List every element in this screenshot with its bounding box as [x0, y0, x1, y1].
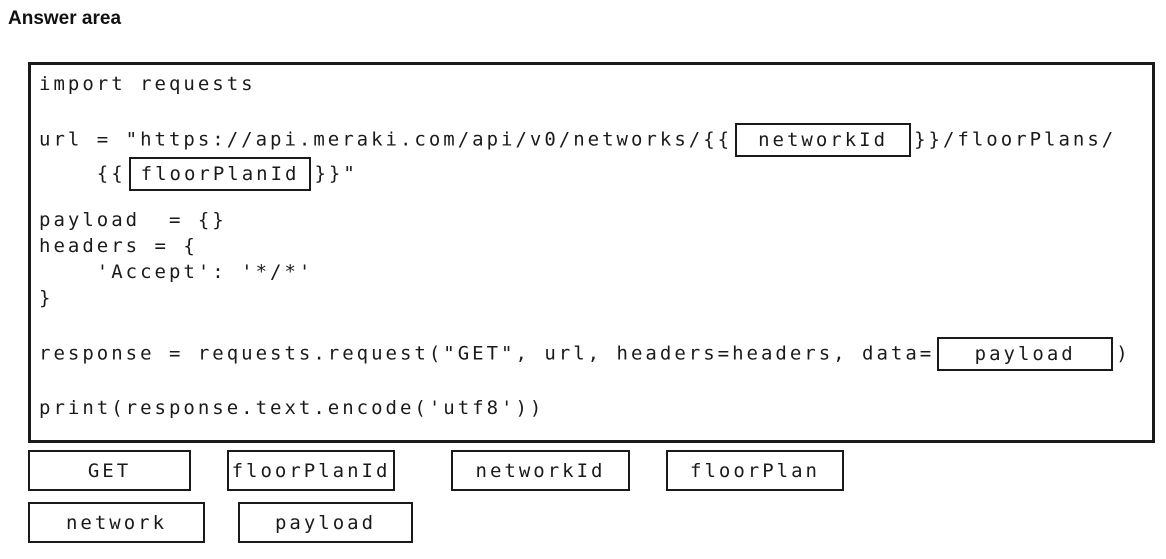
drop-slot-networkid[interactable]: networkId [735, 123, 912, 157]
code-text-url-indent: {{ [39, 162, 126, 185]
token-option-get[interactable]: GET [28, 450, 191, 491]
code-text-response-prefix: response = requests.request("GET", url, … [39, 342, 935, 365]
code-line-print: print(response.text.encode('utf8')) [39, 397, 545, 419]
token-options-row-1: GET floorPlanId networkId floorPlan [28, 450, 844, 491]
token-option-network[interactable]: network [28, 502, 205, 543]
token-options-row-2: network payload [28, 502, 413, 543]
drop-slot-floorplanid[interactable]: floorPlanId [128, 157, 312, 191]
token-option-networkid[interactable]: networkId [451, 450, 630, 491]
code-text-url-suffix: }}" [314, 162, 358, 185]
code-text-url-middle: }}/floorPlans/ [914, 128, 1117, 151]
answer-area-title: Answer area [8, 8, 122, 29]
code-line-headers: headers = { [39, 235, 198, 257]
code-line-accept: 'Accept': '*/*' [39, 261, 314, 283]
code-line-response: response = requests.request("GET", url, … [39, 337, 1152, 371]
code-line-url: url = "https://api.meraki.com/api/v0/net… [39, 123, 1152, 157]
code-text-url-prefix: url = "https://api.meraki.com/api/v0/net… [39, 128, 733, 151]
token-option-payload[interactable]: payload [238, 502, 413, 543]
drop-slot-payload[interactable]: payload [937, 337, 1114, 371]
code-panel: import requests url = "https://api.merak… [28, 62, 1155, 443]
code-line-close-brace: } [39, 287, 54, 309]
code-line-payload: payload = {} [39, 209, 227, 231]
code-line-import: import requests [39, 73, 256, 95]
token-option-floorplanid[interactable]: floorPlanId [227, 450, 395, 491]
code-text-response-suffix: ) [1116, 342, 1131, 365]
token-option-floorplan[interactable]: floorPlan [666, 450, 844, 491]
code-line-url-2: {{floorPlanId}}" [39, 157, 1152, 191]
